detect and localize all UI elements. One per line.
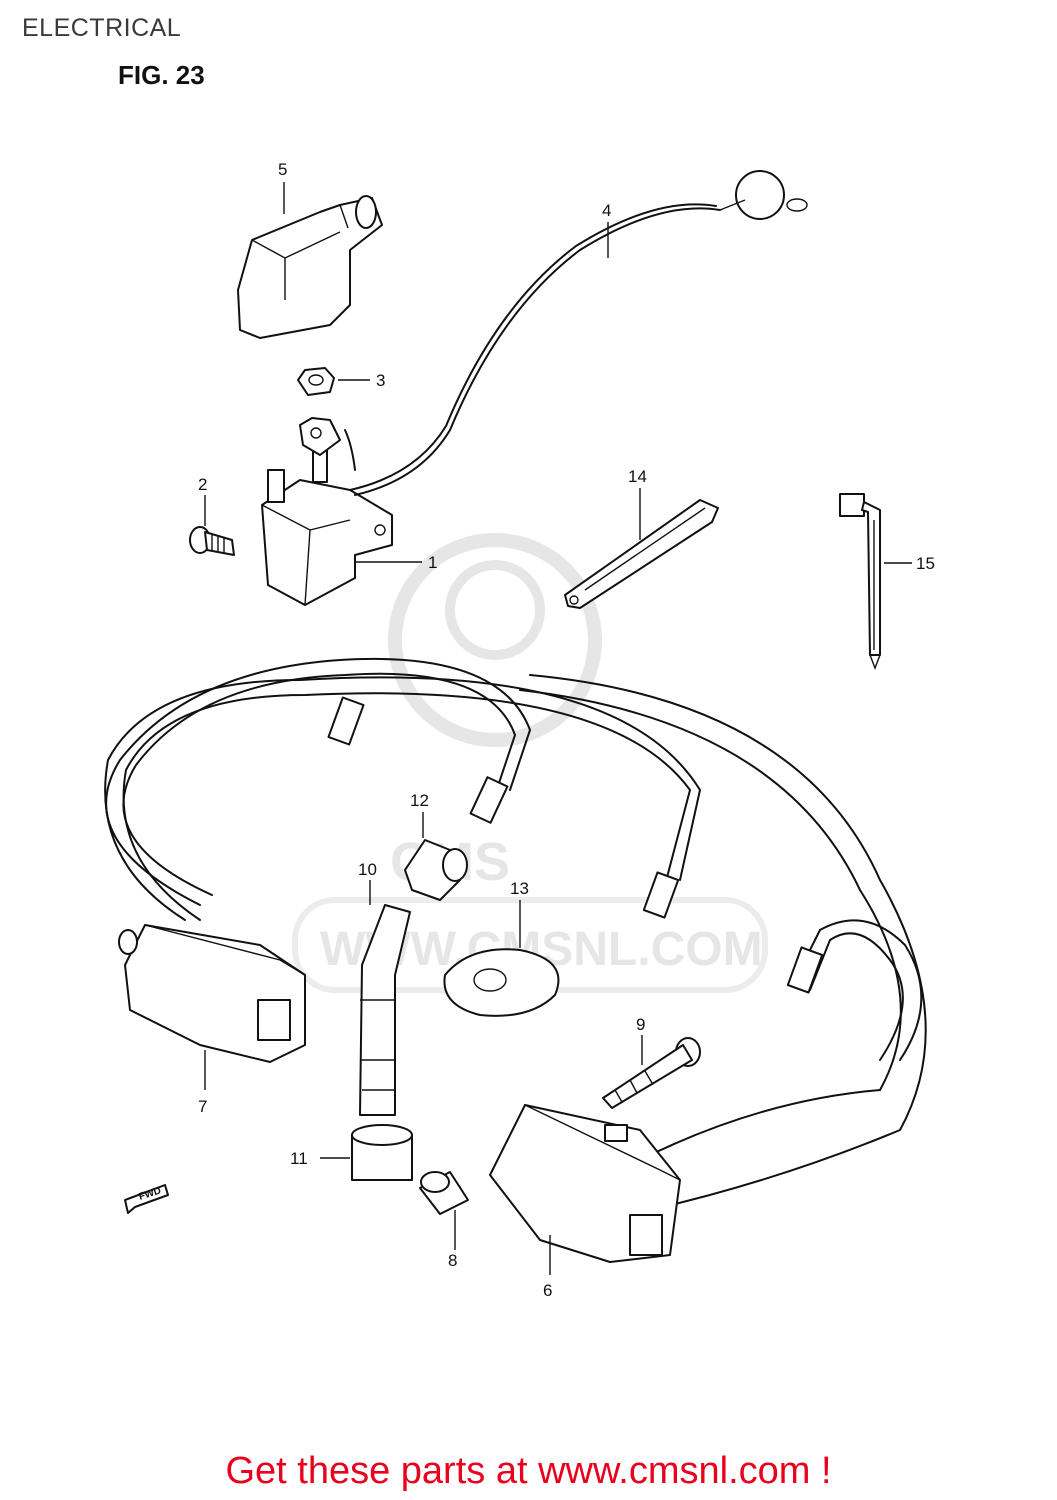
callout-15: 15 [916,554,935,573]
part-6-ignition-coil[interactable] [489,1104,681,1263]
callout-3: 3 [376,371,385,390]
callout-13: 13 [510,879,529,898]
part-4-lead-wire[interactable] [349,170,808,496]
part-7-ignition-coil[interactable] [118,924,306,1063]
part-15-cable-tie[interactable] [839,493,881,670]
watermark: CMS WWW.CMSNL.COM [292,533,768,993]
part-5-cap[interactable] [237,195,383,339]
callout-4: 4 [602,201,611,220]
high-tension-cables [104,657,927,1211]
callout-7: 7 [198,1097,207,1116]
part-3-nut[interactable] [297,367,335,396]
page-title: ELECTRICAL [22,14,182,42]
callout-10: 10 [358,860,377,879]
exploded-parts-diagram: CMS WWW.CMSNL.COM 5 3 1 2 [104,160,935,1300]
part-13-pad[interactable] [443,948,560,1017]
callout-9: 9 [636,1015,645,1034]
part-14-strap[interactable] [564,499,719,609]
callout-1: 1 [428,553,437,572]
callout-2: 2 [198,475,207,494]
callout-8: 8 [448,1251,457,1270]
callout-12: 12 [410,791,429,810]
part-8-sleeve[interactable] [419,1171,469,1215]
callout-5: 5 [278,160,287,179]
part-2-bolt[interactable] [189,526,235,556]
fwd-arrow-icon: FWD [124,1184,169,1214]
part-1-starter-relay[interactable] [261,417,393,606]
callout-14: 14 [628,467,647,486]
part-11-seal[interactable] [351,1124,413,1181]
part-12-grommet[interactable] [404,839,468,901]
footer-link[interactable]: Get these parts at www.cmsnl.com ! [225,1450,832,1492]
part-10-plug-cap[interactable] [359,904,411,1116]
part-9-bolt[interactable] [602,1037,701,1109]
callout-6: 6 [543,1281,552,1300]
figure-label: FIG. 23 [118,60,205,90]
callout-11: 11 [290,1149,308,1168]
